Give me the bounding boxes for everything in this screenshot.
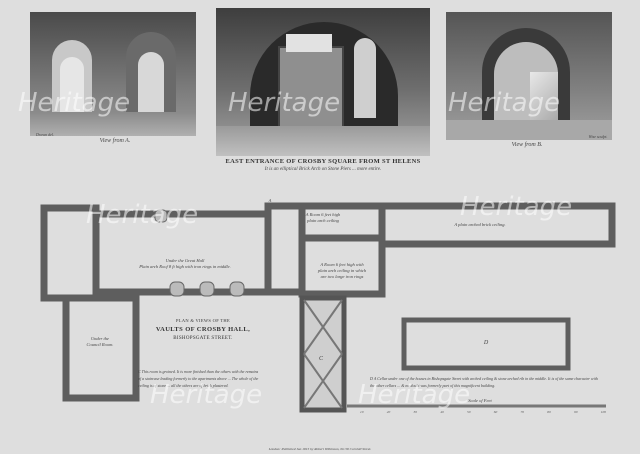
scale-tick: 90 [574,410,578,414]
scale-tick: 80 [547,410,551,414]
artist-right: Wise sculpt. [588,134,608,139]
plan-tower [264,202,306,296]
label-council-room: Under the Council Room. [86,336,114,347]
label-great-hall: Under the Great Hall Plain arch Roof 8 f… [139,258,231,269]
label-room-b: A Room 6 feet high with plain arch ceili… [317,262,367,279]
note-room-d: D A Cellar under one of the houses in Bi… [370,376,598,388]
artist-left: Drawn del. [36,132,54,137]
caption-view-b: View from B. [511,142,543,148]
plan-room-c [299,295,347,413]
engraving-view-from-a [30,12,196,136]
scale-tick: 60 [493,410,498,414]
center-title: EAST ENTRANCE OF CROSBY SQUARE FROM ST H… [225,158,421,165]
plan-room-b [298,234,386,298]
plan-room-west [40,204,100,302]
scale-tick: 100 [600,410,606,414]
label-a: A [268,198,272,203]
scale-label: Scale of Feet [468,398,492,403]
label-c: C [318,356,323,362]
scale-tick: 50 [467,410,471,414]
plan-title-line3: BISHOPSGATE STREET. [173,336,233,341]
center-subtitle: It is an elliptical Brick Arch on Stone … [264,167,382,172]
plan-corridor [378,202,616,248]
note-room-c: C This room is groined. It is more finis… [138,369,259,388]
plan-council-room [62,294,140,402]
engraving-east-entrance [216,8,430,156]
plan-room-d [401,317,571,371]
scale-tick: 40 [440,410,444,414]
imprint: London: Published Jan 1815 by Robert Wil… [268,447,372,451]
scale-tick: 70 [520,410,525,414]
plan-title-line2: VAULTS OF CROSBY HALL, [155,326,251,333]
engraving-view-from-b [446,12,612,140]
label-room-a: A Room 6 feet high plain arch ceiling [305,212,341,223]
plan-title-block: PLAN & VIEWS OF THE VAULTS OF CROSBY HAL… [138,318,268,341]
caption-view-a: View from A. [99,138,131,144]
scale-ticks: 10 20 30 40 50 60 70 80 90 100 [360,410,606,414]
scale-tick: 30 [413,410,418,414]
scale-tick: 10 [360,410,364,414]
plan-title-line1: PLAN & VIEWS OF THE [175,318,231,323]
label-corridor: A plain arched brick ceiling. [454,222,506,227]
plan-great-hall [92,210,272,296]
scale-tick: 20 [386,410,391,414]
label-d: D [483,340,489,346]
